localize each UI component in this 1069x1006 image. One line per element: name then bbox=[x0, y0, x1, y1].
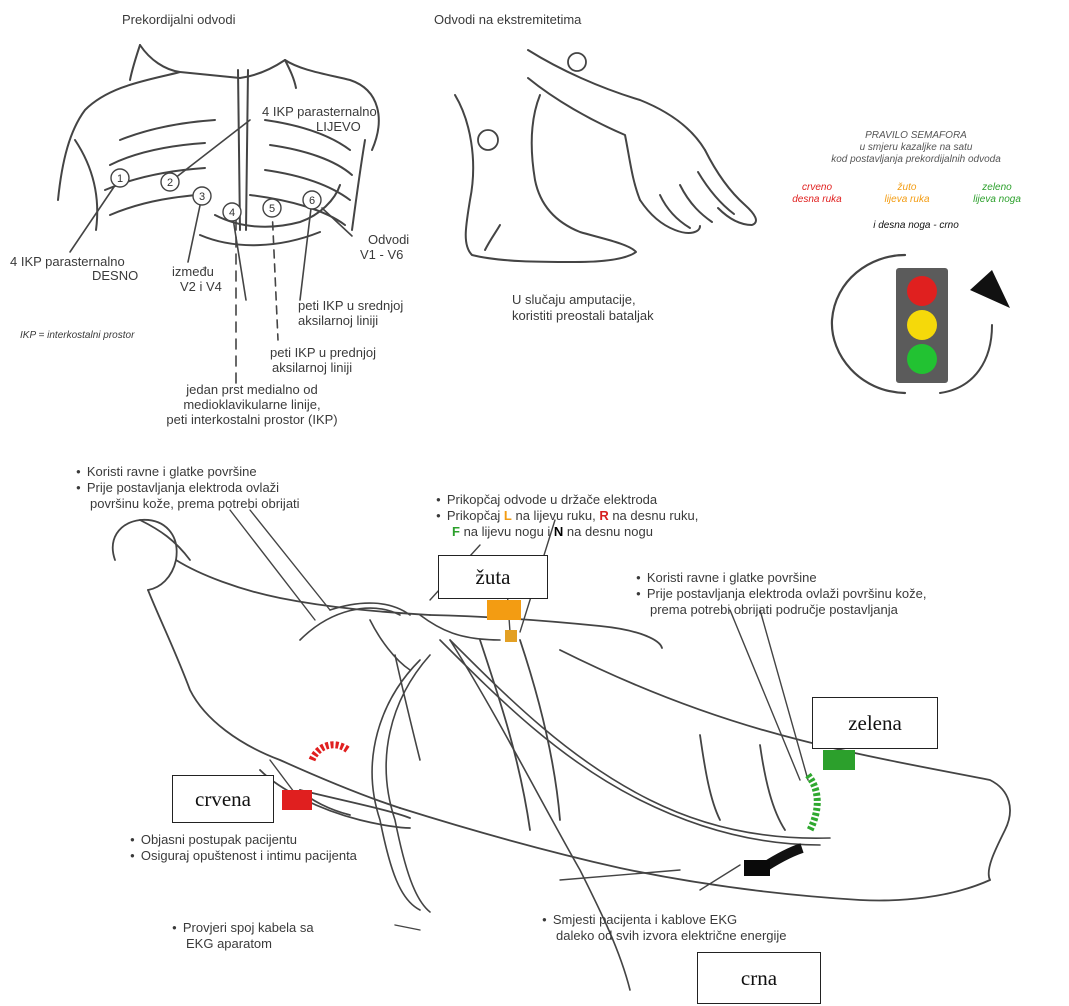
finger-2: medioklavikularne linije, bbox=[142, 397, 362, 412]
semafor-green-1: zeleno bbox=[952, 182, 1042, 194]
electrode-v1: 1 bbox=[111, 169, 129, 187]
label-box-zelena: zelena bbox=[812, 697, 938, 749]
swatch-black bbox=[744, 860, 770, 876]
leads-label-1: Odvodi bbox=[368, 232, 409, 247]
peti-front-2: aksilarnoj liniji bbox=[272, 360, 352, 375]
leads-label-2: V1 - V6 bbox=[360, 247, 403, 262]
finger-1: jedan prst medialno od bbox=[142, 382, 362, 397]
yellow-light-icon bbox=[907, 310, 937, 340]
semafor-red-1: crveno bbox=[772, 182, 862, 194]
svg-text:3: 3 bbox=[199, 191, 205, 203]
label-box-zuta: žuta bbox=[438, 555, 548, 599]
note-mid-2: Prikopčaj L na lijevu ruku, R na desnu r… bbox=[436, 508, 698, 523]
label-box-crvena: crvena bbox=[172, 775, 274, 823]
lead-4ikp-right-2: DESNO bbox=[92, 268, 138, 283]
red-light-icon bbox=[907, 276, 937, 306]
arrow-head-icon bbox=[970, 270, 1010, 308]
svg-text:2: 2 bbox=[167, 177, 173, 189]
note-mid-3: F na lijevu nogu i N na desnu nogu bbox=[452, 524, 653, 539]
electrode-v6: 6 bbox=[303, 191, 321, 209]
note-left-1: Objasni postupak pacijentu bbox=[130, 832, 297, 847]
semafor-green-2: lijeva noga bbox=[952, 194, 1042, 206]
note-top-left-2b: površinu kože, prema potrebi obrijati bbox=[90, 496, 300, 511]
ikp-definition: IKP = interkostalni prostor bbox=[20, 330, 134, 342]
semafor-yellow-1: žuto bbox=[862, 182, 952, 194]
amputation-2: koristiti preostali bataljak bbox=[512, 308, 654, 323]
swatch-yellow bbox=[487, 600, 521, 620]
semafor-black-line: i desna noga - crno bbox=[786, 220, 1046, 232]
label-box-crna: crna bbox=[697, 952, 821, 1004]
note-cable-2: EKG aparatom bbox=[186, 936, 272, 951]
finger-3: peti interkostalni prostor (IKP) bbox=[132, 412, 372, 427]
lead-4ikp-left-1: 4 IKP parasternalno bbox=[262, 104, 377, 119]
peti-mid-1: peti IKP u srednjoj bbox=[298, 298, 403, 313]
swatch-green bbox=[823, 750, 855, 770]
electrode-v3: 3 bbox=[193, 187, 211, 205]
between-1: između bbox=[172, 264, 214, 279]
swatch-red bbox=[282, 790, 312, 810]
note-right-2b: prema potrebi obrijati područje postavlj… bbox=[650, 602, 898, 617]
electrode-v4: 4 bbox=[223, 203, 241, 221]
note-right-2a: Prije postavljanja elektroda ovlaži povr… bbox=[636, 586, 927, 601]
svg-text:6: 6 bbox=[309, 195, 315, 207]
lead-4ikp-right-1: 4 IKP parasternalno bbox=[10, 254, 125, 269]
amputation-1: U slučaju amputacije, bbox=[512, 292, 636, 307]
electrode-v2: 2 bbox=[161, 173, 179, 191]
semafor-sub-2: kod postavljanja prekordijalnih odvoda bbox=[786, 154, 1046, 166]
semafor-sub-1: u smjeru kazaljke na satu bbox=[786, 142, 1046, 154]
precordial-title: Prekordijalni odvodi bbox=[122, 12, 235, 27]
lead-4ikp-left-2: LIJEVO bbox=[316, 119, 361, 134]
svg-text:1: 1 bbox=[117, 173, 123, 185]
note-top-left-2a: Prije postavljanja elektroda ovlaži bbox=[76, 480, 279, 495]
limb-title: Odvodi na ekstremitetima bbox=[434, 12, 581, 27]
peti-mid-2: aksilarnoj liniji bbox=[298, 313, 378, 328]
electrode-v5: 5 bbox=[263, 199, 281, 217]
note-right-1: Koristi ravne i glatke površine bbox=[636, 570, 817, 585]
limb-outline bbox=[455, 50, 756, 262]
note-cable-1: Provjeri spoj kabela sa bbox=[172, 920, 314, 935]
note-left-2: Osiguraj opuštenost i intimu pacijenta bbox=[130, 848, 357, 863]
between-2: V2 i V4 bbox=[180, 279, 222, 294]
green-light-icon bbox=[907, 344, 937, 374]
semafor-red-2: desna ruka bbox=[772, 194, 862, 206]
peti-front-1: peti IKP u prednjoj bbox=[270, 345, 376, 360]
svg-text:4: 4 bbox=[229, 207, 235, 219]
svg-text:5: 5 bbox=[269, 203, 275, 215]
note-top-left-1: Koristi ravne i glatke površine bbox=[76, 464, 257, 479]
semafor-title: PRAVILO SEMAFORA bbox=[786, 130, 1046, 142]
note-place-1: Smjesti pacijenta i kablove EKG bbox=[542, 912, 737, 927]
semafor-yellow-2: lijeva ruka bbox=[862, 194, 952, 206]
note-place-2: daleko od svih izvora električne energij… bbox=[556, 928, 787, 943]
note-mid-1: Prikopčaj odvode u držače elektroda bbox=[436, 492, 657, 507]
